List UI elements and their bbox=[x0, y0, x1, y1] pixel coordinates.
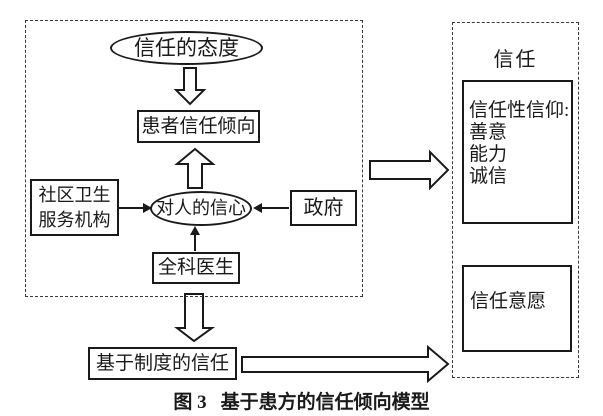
trust-attitude-ellipse: 信任的态度 bbox=[110, 31, 263, 65]
community-health-org-line1: 社区卫生 bbox=[38, 184, 111, 205]
community-health-org-box: 社区卫生 服务机构 bbox=[30, 179, 119, 236]
government-label: 政府 bbox=[303, 196, 344, 219]
community-health-org-line2: 服务机构 bbox=[38, 209, 111, 230]
trusting-beliefs-box: 信任性信仰: 善意 能力 诚信 bbox=[462, 80, 573, 224]
figure-caption-title: 基于患方的信任倾向模型 bbox=[220, 392, 430, 413]
right-dashed-panel bbox=[452, 22, 579, 378]
trusting-beliefs-item-goodwill: 善意 bbox=[469, 122, 508, 143]
trusting-beliefs-title: 信任性信仰: bbox=[469, 100, 570, 121]
confidence-in-people-label: 对人的信心 bbox=[156, 198, 246, 219]
arrow-gp-to-confidence bbox=[190, 226, 200, 251]
arrow-government-to-confidence bbox=[253, 203, 289, 213]
right-panel-title: 信任 bbox=[493, 49, 538, 71]
arrow-left-panel-to-right-panel bbox=[369, 149, 450, 191]
general-practitioner-box: 全科医生 bbox=[152, 252, 240, 284]
patient-trust-tendency-box: 患者信任倾向 bbox=[137, 110, 260, 143]
trust-willingness-box: 信任意愿 bbox=[462, 265, 572, 352]
arrow-attitude-to-tendency bbox=[173, 67, 207, 106]
confidence-in-people-ellipse: 对人的信心 bbox=[150, 191, 252, 226]
general-practitioner-label: 全科医生 bbox=[157, 257, 234, 279]
patient-trust-tendency-label: 患者信任倾向 bbox=[141, 115, 256, 137]
trusting-beliefs-item-integrity: 诚信 bbox=[469, 166, 508, 187]
left-dashed-panel bbox=[25, 20, 363, 297]
government-box: 政府 bbox=[290, 190, 357, 226]
trusting-beliefs-item-ability: 能力 bbox=[469, 144, 508, 165]
arrow-panel-to-institution bbox=[174, 293, 216, 343]
figure-caption: 图 3 基于患方的信任倾向模型 bbox=[0, 387, 603, 414]
figure-caption-number: 图 3 bbox=[173, 392, 207, 413]
arrow-confidence-to-tendency bbox=[174, 147, 216, 189]
trust-willingness-label: 信任意愿 bbox=[470, 291, 547, 312]
institution-trust-label: 基于制度的信任 bbox=[95, 352, 229, 374]
arrow-institution-to-right-panel bbox=[241, 344, 450, 384]
trust-attitude-label: 信任的态度 bbox=[134, 35, 239, 60]
arrow-community-to-confidence bbox=[119, 203, 152, 213]
institution-trust-box: 基于制度的信任 bbox=[88, 347, 237, 380]
